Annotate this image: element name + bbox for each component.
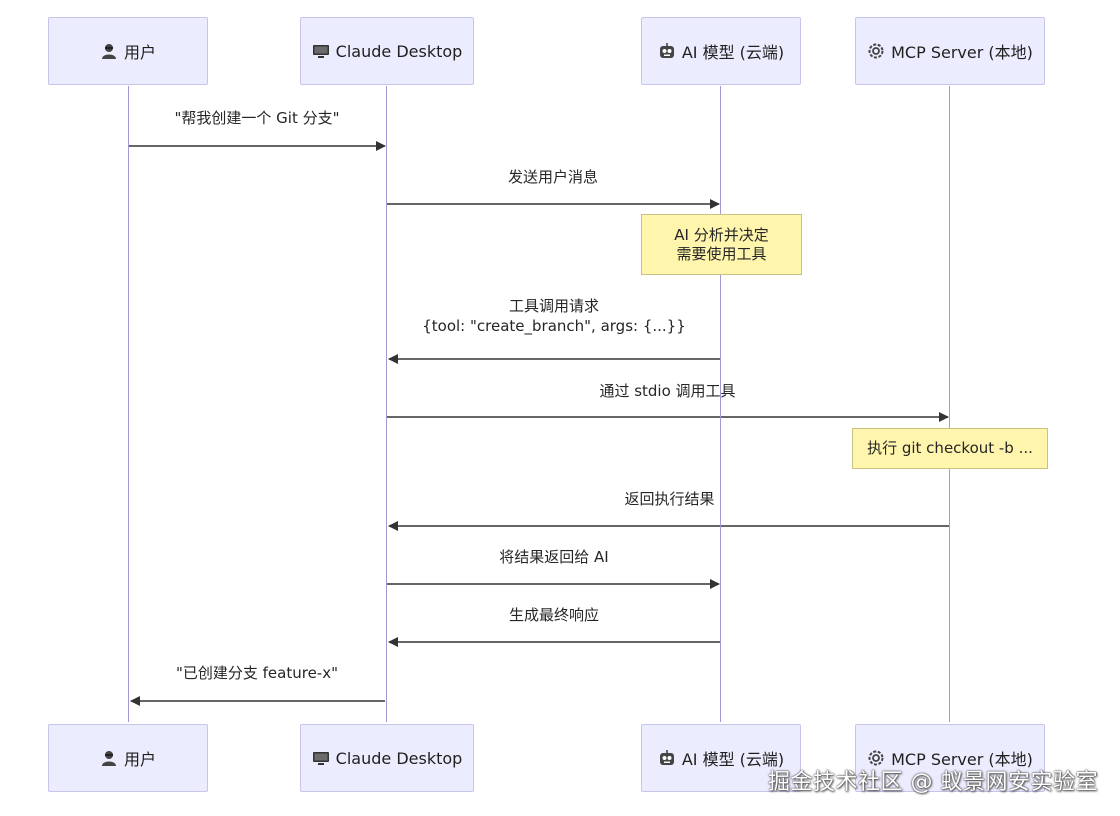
lifeline-claude-desktop bbox=[386, 86, 387, 722]
gear-icon bbox=[867, 749, 885, 767]
actor-label: MCP Server (本地) bbox=[891, 750, 1033, 769]
actor-label: AI 模型 (云端) bbox=[681, 750, 785, 769]
message-label-3: 通过 stdio 调用工具 bbox=[599, 382, 736, 400]
robot-icon bbox=[658, 749, 676, 767]
message-label-5: 将结果返回给 AI bbox=[499, 548, 609, 566]
message-label-6: 生成最终响应 bbox=[508, 606, 599, 624]
actor-claude-desktop-top: Claude Desktop bbox=[300, 17, 474, 85]
note-ai-decision: AI 分析并决定 需要使用工具 bbox=[641, 214, 802, 275]
actor-mcp-server-bottom: MCP Server (本地) bbox=[855, 724, 1045, 792]
gear-icon bbox=[867, 42, 885, 60]
message-label-2: 工具调用请求 {tool: "create_branch", args: {..… bbox=[422, 297, 686, 335]
message-label-0: "帮我创建一个 Git 分支" bbox=[174, 109, 340, 127]
lifeline-ai-model bbox=[720, 86, 721, 722]
actor-label: AI 模型 (云端) bbox=[681, 43, 785, 62]
person-icon bbox=[100, 42, 118, 60]
monitor-icon bbox=[312, 749, 330, 767]
actor-ai-model-top: AI 模型 (云端) bbox=[641, 17, 801, 85]
lifeline-user bbox=[128, 86, 129, 722]
actor-ai-model-bottom: AI 模型 (云端) bbox=[641, 724, 801, 792]
message-label-4: 返回执行结果 bbox=[624, 490, 715, 508]
message-label-7: "已创建分支 feature-x" bbox=[175, 664, 338, 682]
monitor-icon bbox=[312, 42, 330, 60]
actor-mcp-server-top: MCP Server (本地) bbox=[855, 17, 1045, 85]
actor-label: Claude Desktop bbox=[335, 41, 463, 61]
actor-label: 用户 bbox=[123, 43, 156, 62]
watermark: 掘金技术社区 @ 蚁景网安实验室 bbox=[768, 770, 1098, 795]
actor-label: 用户 bbox=[123, 750, 156, 769]
person-icon bbox=[100, 749, 118, 767]
actor-label: MCP Server (本地) bbox=[891, 43, 1033, 62]
message-label-1: 发送用户消息 bbox=[507, 168, 598, 186]
actor-user-top: 用户 bbox=[48, 17, 208, 85]
actor-label: Claude Desktop bbox=[335, 748, 463, 768]
robot-icon bbox=[658, 42, 676, 60]
lifeline-mcp-server bbox=[949, 86, 950, 722]
actor-user-bottom: 用户 bbox=[48, 724, 208, 792]
actor-claude-desktop-bottom: Claude Desktop bbox=[300, 724, 474, 792]
note-mcp-exec: 执行 git checkout -b ... bbox=[852, 428, 1048, 469]
